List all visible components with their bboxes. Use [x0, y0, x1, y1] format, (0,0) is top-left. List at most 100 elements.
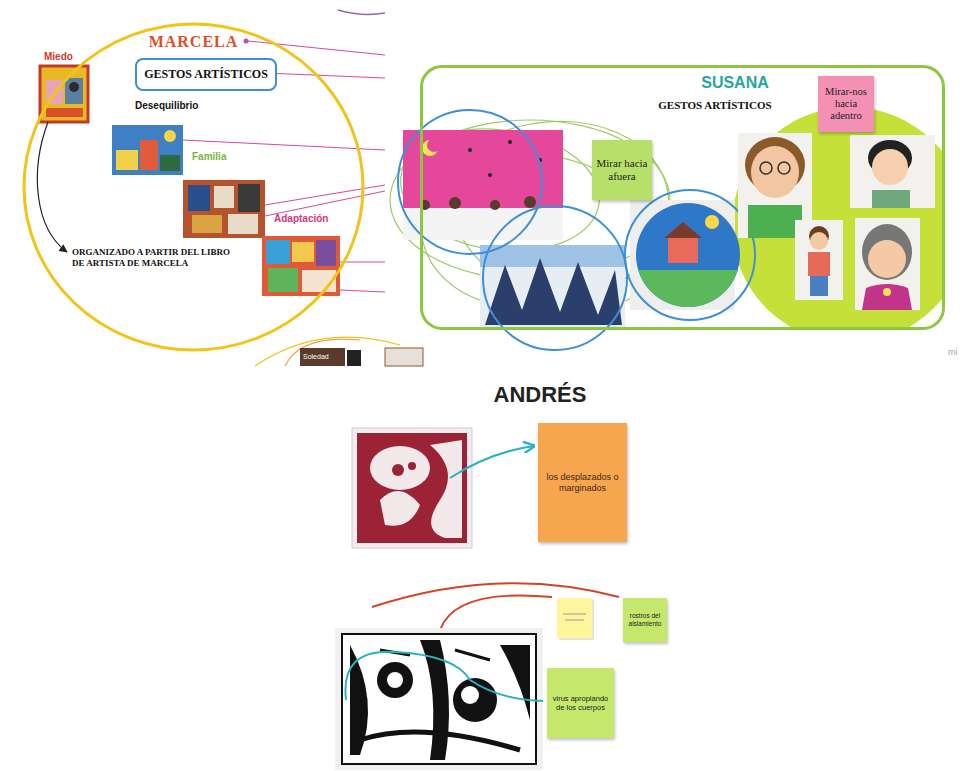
drawing-house: [664, 222, 702, 238]
portrait-drawings: [872, 190, 910, 208]
link-lines: [265, 73, 385, 78]
drawing-house: [636, 203, 740, 307]
soledad-thumbnails: [255, 337, 423, 366]
linocut-print: [335, 628, 543, 770]
sticky-note: rostros del aislamiento: [623, 598, 667, 642]
artwork-adaptacion: [268, 268, 298, 292]
sticky-note: virus apropiando de los cuerpos: [547, 668, 614, 738]
pointer-arrow: [450, 446, 534, 478]
link-lines: [183, 140, 385, 150]
artwork-desequilibrio: [164, 130, 176, 142]
artwork-adaptacion: [266, 240, 290, 264]
portrait-drawings: [808, 252, 830, 276]
note-text: rostros del aislamiento: [625, 612, 665, 628]
link-lines: [244, 39, 249, 44]
link-lines: [340, 290, 385, 292]
note-text: ORGANIZADO A PARTIR DEL LIBRO DE ARTISTA…: [72, 247, 237, 269]
drawing-house: [668, 238, 698, 263]
theme-circle: MARCELAGESTOS ARTÍSTICOSMiedoDesequilibr…: [22, 22, 365, 352]
highlight-loop: [345, 652, 543, 701]
artwork-desequilibrio: [160, 155, 180, 171]
artwork-familia: [188, 185, 210, 211]
portrait-drawings: [855, 218, 920, 310]
heading-text: GESTOS ARTÍSTICOS: [144, 67, 268, 82]
circle-outline: [24, 24, 363, 350]
artwork-adaptacion: [292, 242, 314, 262]
linocut-print: [335, 628, 543, 770]
artwork-frame: Adaptación: [262, 236, 340, 296]
organizing-arrow: [37, 122, 67, 252]
heading-text: GESTOS ARTÍSTICOS: [615, 99, 815, 111]
section-name: ANDRÉS: [440, 382, 640, 408]
soledad-thumbnails: [385, 348, 423, 366]
artwork-miedo: [65, 78, 83, 104]
portrait-drawings: [751, 146, 799, 198]
drawing-night: [490, 200, 500, 210]
artwork-familia: [228, 214, 258, 234]
drawing-mountains: [480, 245, 625, 330]
drawing-night: [403, 130, 563, 240]
portrait-drawings: [778, 162, 790, 174]
portrait-drawings: [810, 276, 828, 296]
drawing-night: [488, 173, 492, 177]
linocut-print: [408, 462, 416, 470]
artwork-desequilibrio: [112, 125, 183, 175]
linocut-print: [377, 662, 413, 698]
portrait-drawings: [738, 133, 935, 310]
linocut-print: [461, 686, 479, 704]
watermark: mi: [948, 347, 958, 358]
theme-label: Miedo: [44, 51, 73, 63]
linocut-print: [370, 446, 430, 490]
drawing-mountains: [485, 258, 622, 325]
artwork-desequilibrio: [112, 125, 183, 175]
drawing-house: [638, 270, 738, 307]
blank-sticky: [557, 598, 594, 640]
drawing-night: [524, 196, 536, 208]
top-curve: [338, 10, 385, 14]
scribble-curves: [393, 117, 608, 264]
artwork-familia: [192, 215, 222, 233]
note-text: Mirar-nos hacia adentro: [821, 86, 871, 122]
linocut-print: [380, 491, 420, 526]
drawing-night: [403, 208, 563, 240]
linocut-print: [360, 732, 520, 750]
blank-sticky: [557, 598, 592, 638]
link-lines: [265, 191, 385, 216]
note-text: virus apropiando de los cuerpos: [550, 694, 611, 712]
sticky-note: Mirar hacia afuera: [592, 140, 652, 200]
theme-label: Adaptación: [274, 213, 328, 225]
linocut-print: [357, 433, 467, 543]
section-panel: SUSANAGESTOS ARTÍSTICOSMirar hacia afuer…: [420, 65, 945, 330]
lime-circle: [732, 107, 942, 327]
soledad-thumbnails: [300, 348, 345, 366]
link-lines: [248, 41, 385, 55]
sticky-note: Mirar-nos hacia adentro: [818, 76, 874, 132]
linocut-print: [352, 428, 472, 548]
highlight-loop: [345, 652, 543, 701]
artwork-desequilibrio: [116, 150, 138, 170]
artwork-miedo: [69, 82, 79, 92]
drawing-mountains: [480, 245, 625, 267]
portrait-drawings: [850, 135, 935, 208]
drawing-night: [427, 138, 441, 152]
theme-label: Desequilibrio: [135, 100, 198, 112]
drawing-night: [449, 197, 461, 209]
drawing-night: [403, 130, 563, 240]
note-text: los desplazados o marginados: [542, 472, 623, 494]
artwork-familia: [183, 180, 265, 238]
note-text: Mirar hacia afuera: [595, 157, 649, 183]
focus-circles: [625, 190, 755, 320]
lime-circle: [732, 107, 942, 327]
artwork-frame: Desequilibrio: [112, 125, 183, 175]
top-curve: [338, 10, 385, 14]
linocut-print: [453, 678, 497, 722]
artwork-familia: [238, 184, 260, 212]
portrait-drawings: [872, 149, 908, 185]
soledad-thumbnails: [285, 339, 360, 366]
linocut-print: [392, 464, 404, 476]
focus-circles: [398, 110, 755, 350]
link-lines: [340, 262, 385, 263]
artwork-familia: [183, 180, 265, 238]
artwork-desequilibrio: [140, 140, 158, 170]
